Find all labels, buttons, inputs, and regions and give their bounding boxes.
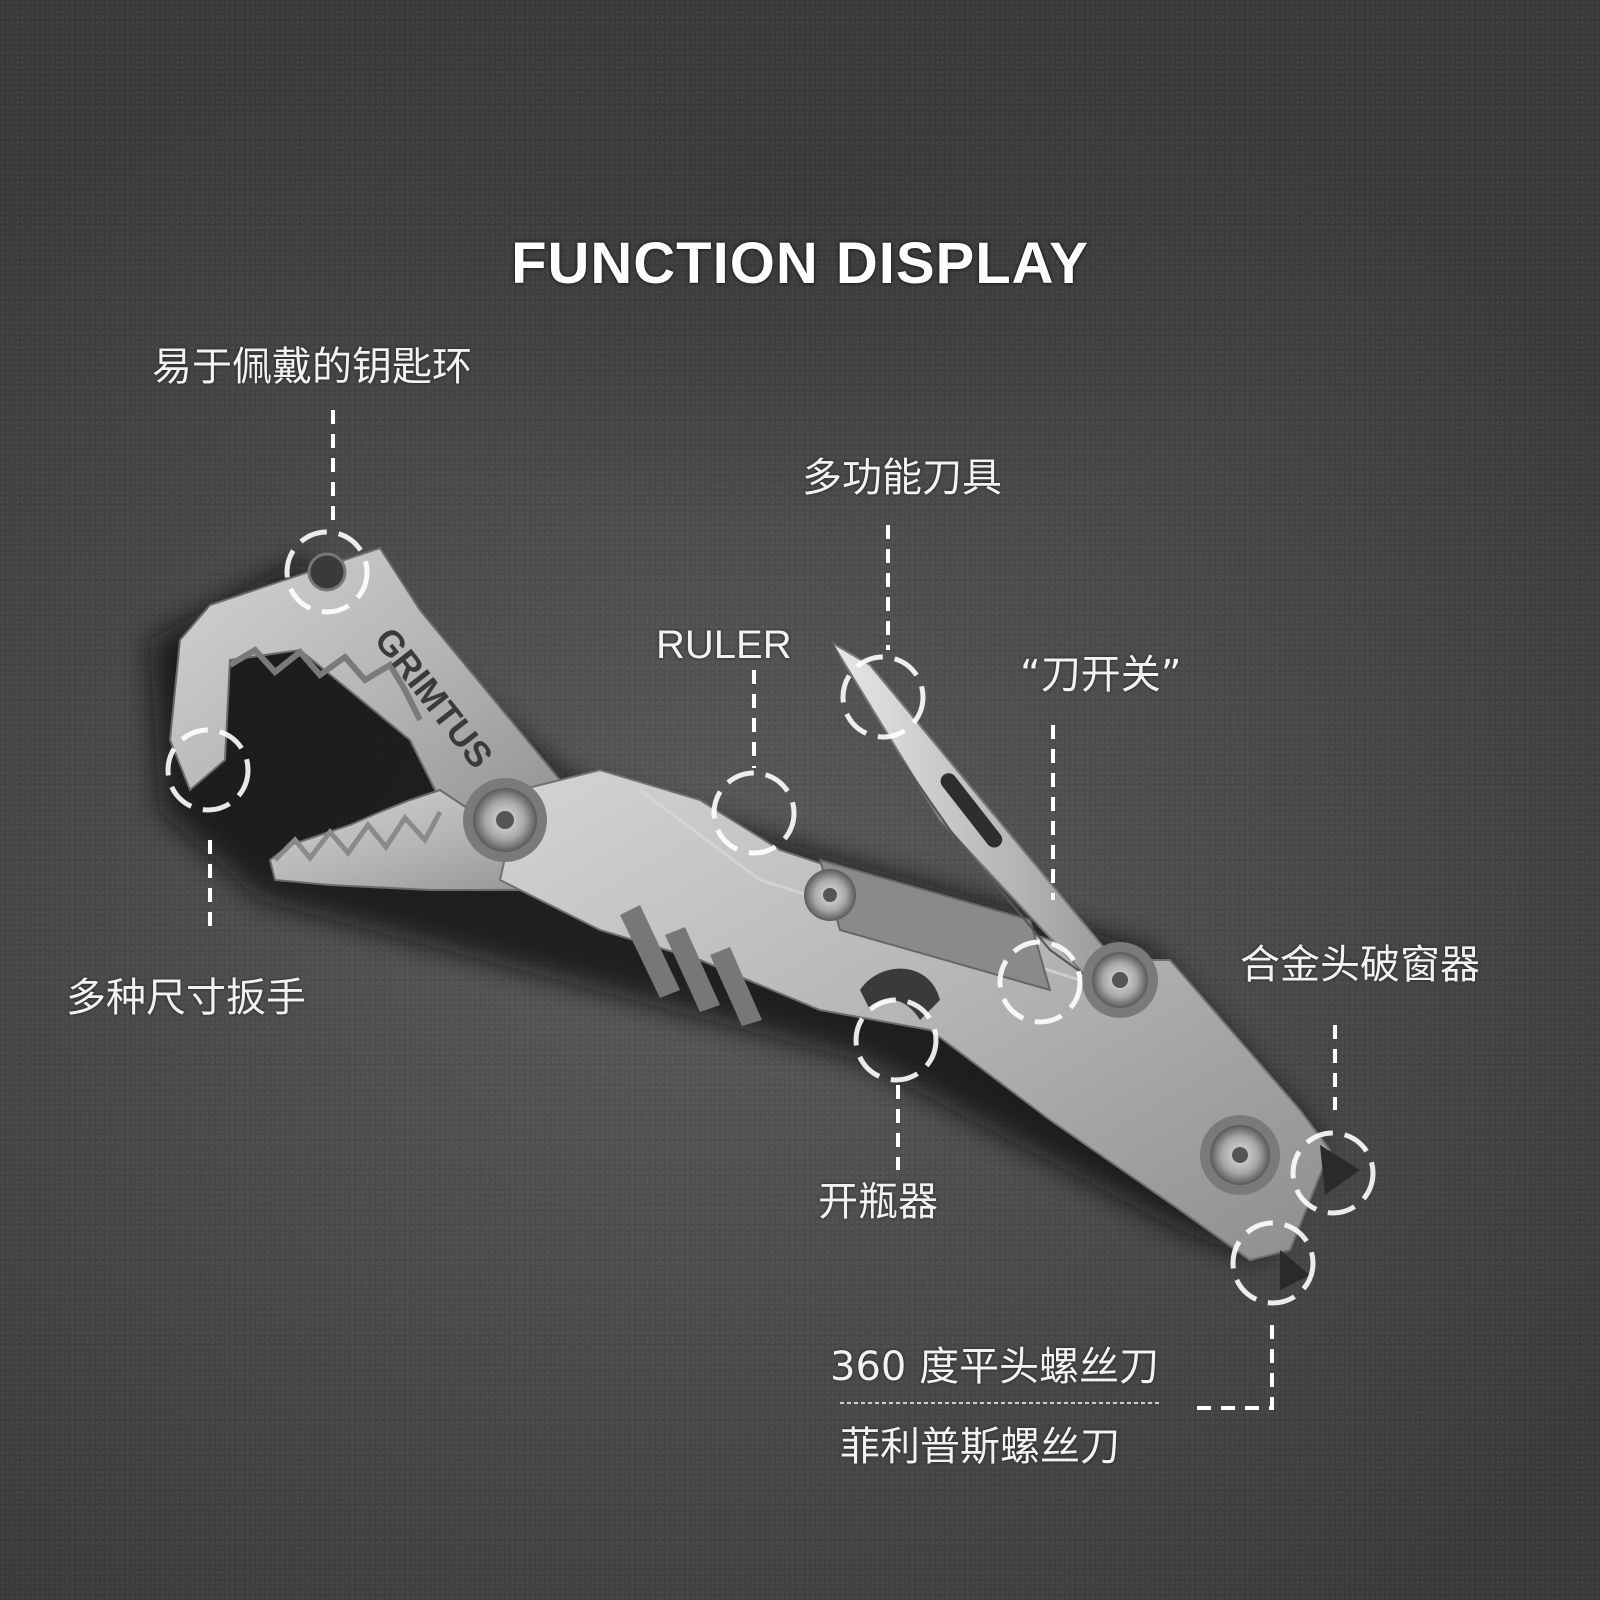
callout-circle-breaker: [1290, 1130, 1376, 1216]
label-flat-screwdriver: 360 度平头螺丝刀: [830, 1344, 1160, 1390]
label-wrench: 多种尺寸扳手: [66, 975, 306, 1021]
callout-circle-opener: [853, 997, 939, 1083]
pivot-screw-bottom: [1200, 1115, 1280, 1195]
leader-screwdriver: [1195, 1325, 1274, 1410]
label-knife-switch: “刀开关”: [1020, 652, 1182, 698]
page-title: FUNCTION DISPLAY: [511, 231, 1089, 296]
callout-circle-wrench: [165, 727, 251, 813]
clip-screw: [804, 869, 856, 921]
pivot-screw-blade: [1082, 942, 1158, 1018]
callout-circle-switch: [997, 939, 1083, 1025]
label-glass-breaker: 合金头破窗器: [1240, 942, 1480, 988]
label-phillips-screwdriver: 菲利普斯螺丝刀: [840, 1424, 1120, 1470]
callout-circle-keyring: [284, 529, 370, 615]
label-ruler: RULER: [656, 623, 792, 667]
label-bottle-opener: 开瓶器: [818, 1179, 938, 1225]
glass-breaker-tip: [1320, 1145, 1360, 1195]
label-keyring: 易于佩戴的钥匙环: [152, 344, 472, 390]
keyring-hole: [307, 552, 347, 592]
callout-circle-ruler: [711, 770, 797, 856]
callout-circle-screwdriver: [1230, 1220, 1316, 1306]
wrench-upper-jaw: [168, 546, 562, 862]
callout-circle-knife: [840, 654, 926, 740]
pivot-screw-left: [463, 778, 547, 862]
screwdriver-tip: [1280, 1250, 1310, 1290]
label-multi-knife: 多功能刀具: [802, 455, 1002, 501]
